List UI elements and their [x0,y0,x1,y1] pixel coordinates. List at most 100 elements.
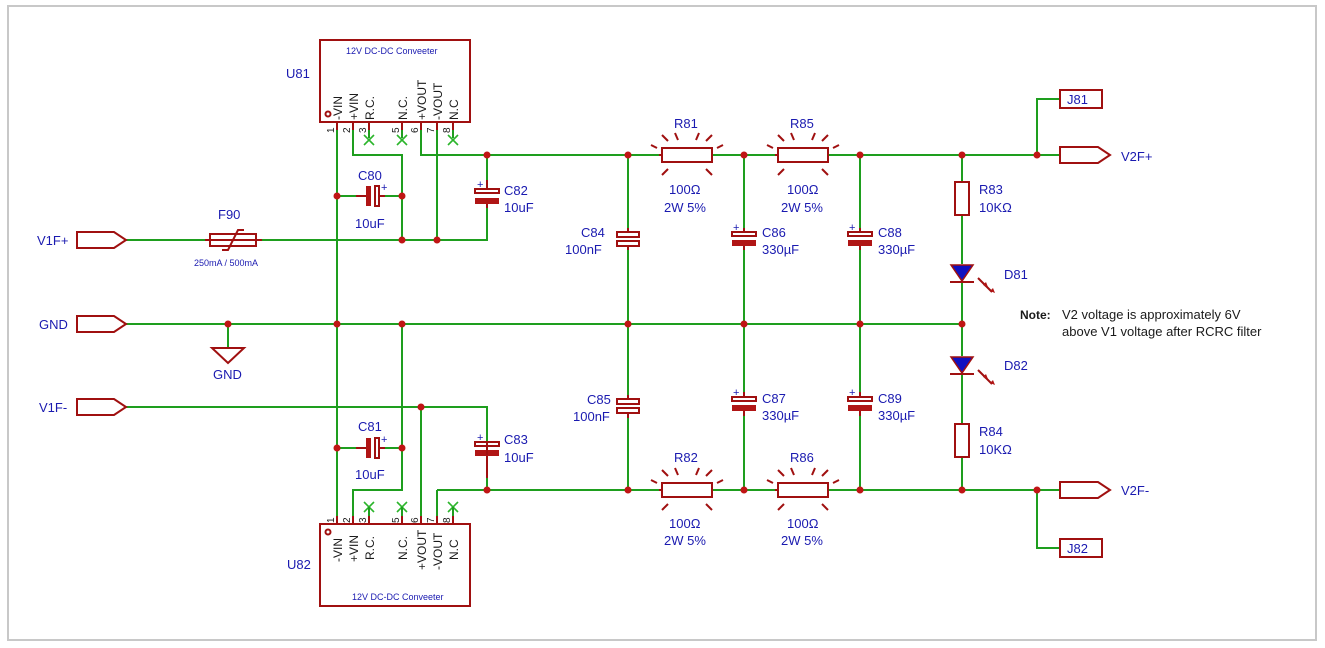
capacitor-c88-value: 330µF [878,242,915,257]
capacitor-c86-value: 330µF [762,242,799,257]
design-note-label: Note: [1020,308,1051,322]
connector-j81-ref: J81 [1067,92,1088,107]
capacitor-c83-ref: C83 [504,432,528,447]
ic-u81[interactable]: 12V DC-DC Conveeter U81 -VIN +VIN R.C. N… [286,39,471,133]
port-v2f-minus[interactable]: V2F- [1059,481,1149,499]
led-d82-ref: D82 [1004,358,1028,373]
resistor-r81-ref: R81 [674,116,698,131]
capacitor-c81[interactable]: + C81 10uF [355,419,387,482]
capacitor-c85-value: 100nF [573,409,610,424]
svg-text:+: + [849,222,855,234]
capacitor-c81-value: 10uF [355,467,385,482]
no-connect-marks-u81 [363,130,459,146]
capacitor-c82-value: 10uF [504,200,534,215]
capacitor-c84-value: 100nF [565,242,602,257]
capacitor-c83-value: 10uF [504,450,534,465]
resistor-r82-rating: 2W 5% [664,533,706,548]
capacitor-c87[interactable]: + C87 330µF [731,387,799,423]
svg-text:+: + [381,182,387,194]
design-note-line1: V2 voltage is approximately 6V [1062,307,1241,322]
resistor-r83-value: 10KΩ [979,200,1012,215]
capacitor-c80[interactable]: + C80 10uF [355,168,387,231]
led-d82[interactable]: D82 [949,356,1028,385]
connector-j81[interactable]: J81 [1059,89,1103,109]
capacitor-c82[interactable]: + C82 10uF [474,179,534,215]
port-v2f-plus[interactable]: V2F+ [1059,146,1152,164]
svg-text:N.C: N.C [447,99,461,120]
port-gnd[interactable]: GND [39,315,128,333]
port-v2f-plus-label: V2F+ [1121,149,1152,164]
resistor-r86-ref: R86 [790,450,814,465]
capacitor-c80-ref: C80 [358,168,382,183]
svg-text:+: + [477,432,483,444]
capacitor-c82-ref: C82 [504,183,528,198]
svg-text:+: + [849,387,855,399]
resistor-r83[interactable]: R83 10KΩ [954,181,1012,216]
svg-text:8: 8 [442,517,453,523]
svg-text:8: 8 [442,127,453,133]
design-note-line2: above V1 voltage after RCRC filter [1062,324,1262,339]
svg-text:3: 3 [358,517,369,523]
resistor-r82[interactable]: R82 100Ω 2W 5% [650,450,724,548]
svg-text:2: 2 [342,517,353,523]
svg-text:-VIN: -VIN [331,96,345,120]
capacitor-c81-ref: C81 [358,419,382,434]
svg-text:R.C.: R.C. [363,536,377,560]
port-v1f-plus[interactable]: V1F+ [37,231,128,249]
svg-text:N.C.: N.C. [396,536,410,560]
resistor-r86-value: 100Ω [787,516,819,531]
capacitor-c84[interactable]: C84 100nF [565,225,640,257]
svg-text:N.C.: N.C. [396,96,410,120]
svg-text:+: + [733,222,739,234]
svg-text:+: + [733,387,739,399]
no-connect-marks-u82 [363,501,459,516]
resistor-r84-value: 10KΩ [979,442,1012,457]
resistor-r83-ref: R83 [979,182,1003,197]
led-d81[interactable]: D81 [949,264,1028,293]
ic-u82[interactable]: 12V DC-DC Conveeter U82 -VIN +VIN R.C. N… [287,516,471,607]
gnd-symbol: GND [209,347,247,382]
port-v1f-plus-label: V1F+ [37,233,68,248]
svg-text:2: 2 [342,127,353,133]
ic-u82-pins: -VIN +VIN R.C. N.C. +VOUT -VOUT N.C 1 2 … [326,516,461,570]
capacitor-c89[interactable]: + C89 330µF [847,387,915,423]
ic-u81-title: 12V DC-DC Conveeter [346,46,438,56]
capacitor-c85[interactable]: C85 100nF [573,392,640,424]
svg-text:R.C.: R.C. [363,96,377,120]
capacitor-c85-ref: C85 [587,392,611,407]
resistor-r85[interactable]: R85 100Ω 2W 5% [766,116,840,215]
port-gnd-label: GND [39,317,68,332]
fuse-f90-rating: 250mA / 500mA [194,258,258,268]
fuse-f90[interactable]: F90 250mA / 500mA [194,207,262,268]
resistor-r85-rating: 2W 5% [781,200,823,215]
svg-text:-VOUT: -VOUT [431,532,445,570]
svg-text:6: 6 [410,127,421,133]
capacitor-c86[interactable]: + C86 330µF [731,222,799,257]
svg-text:+VOUT: +VOUT [415,79,429,120]
capacitor-c88[interactable]: + C88 330µF [847,222,915,257]
resistor-r85-ref: R85 [790,116,814,131]
fuse-f90-ref: F90 [218,207,240,222]
port-v2f-minus-label: V2F- [1121,483,1149,498]
svg-text:+VOUT: +VOUT [415,529,429,570]
svg-text:6: 6 [410,517,421,523]
svg-text:+: + [381,434,387,446]
resistor-r81[interactable]: R81 100Ω 2W 5% [650,116,724,215]
capacitor-c83[interactable]: + C83 10uF [474,432,534,478]
svg-text:+VIN: +VIN [347,93,361,120]
svg-text:N.C: N.C [447,539,461,560]
resistor-r82-ref: R82 [674,450,698,465]
resistor-r86[interactable]: R86 100Ω 2W 5% [766,450,840,548]
port-v1f-minus[interactable]: V1F- [39,398,128,416]
capacitor-c80-value: 10uF [355,216,385,231]
port-v1f-minus-label: V1F- [39,400,67,415]
connector-j82[interactable]: J82 [1059,538,1103,558]
svg-text:1: 1 [326,127,337,133]
ic-u82-title: 12V DC-DC Conveeter [352,592,444,602]
capacitor-c87-ref: C87 [762,391,786,406]
svg-text:5: 5 [391,127,402,133]
svg-text:+VIN: +VIN [347,535,361,562]
resistor-r84[interactable]: R84 10KΩ [954,423,1012,458]
resistor-r85-value: 100Ω [787,182,819,197]
capacitor-c84-ref: C84 [581,225,605,240]
